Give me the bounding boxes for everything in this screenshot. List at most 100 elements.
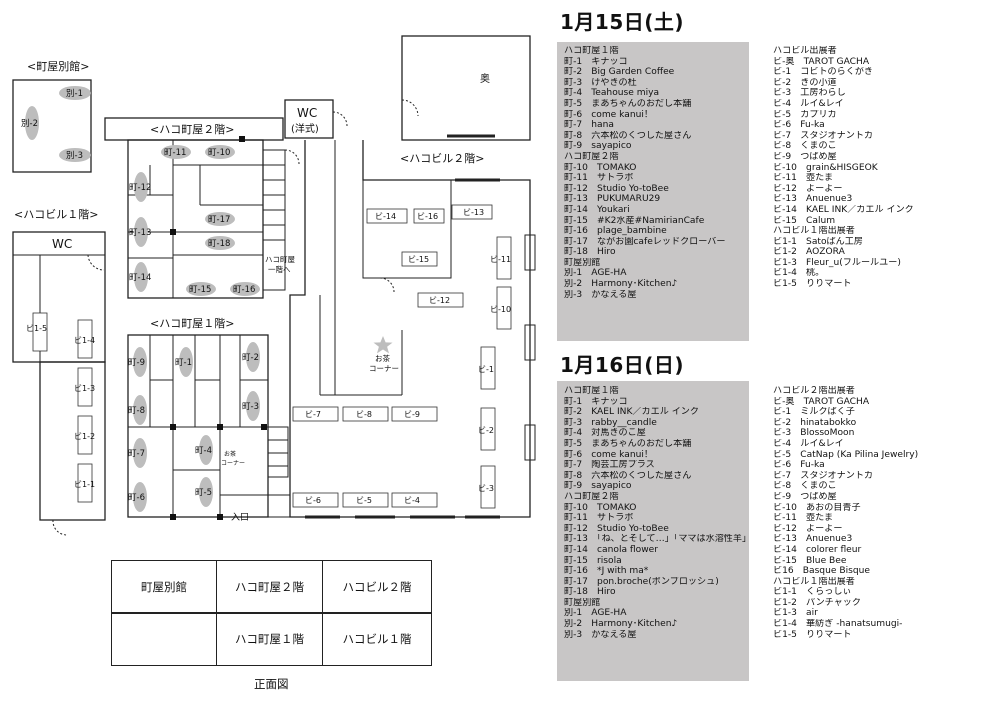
exhibitor-line: ビ1-2 AOZORA bbox=[773, 247, 845, 258]
exhibitor-line: 町屋別館 bbox=[564, 597, 601, 608]
exhibitor-line: ビ-3 工房わらし bbox=[773, 88, 846, 99]
exhibitor-line: 別-3 かなえる屋 bbox=[564, 629, 637, 640]
exhibitor-line: ビ-5 カプリカ bbox=[773, 109, 837, 120]
hako-machiya-1f-header: <ハコ町屋１階> bbox=[150, 316, 234, 330]
exhibitor-line: ビ1-5 りりマート bbox=[773, 629, 852, 640]
exhibitor-line: 町-13 PUKUMARU29 bbox=[564, 194, 661, 205]
front-view-hako-machiya-2f: ハコ町屋２階 bbox=[216, 560, 323, 614]
front-view-caption: 正面図 bbox=[254, 677, 289, 691]
stall-label: ビ-11 bbox=[490, 255, 511, 264]
exhibitor-line: 町-7 陶芸工房プラス bbox=[564, 460, 655, 471]
exhibitor-line: ハコ町屋２階 bbox=[564, 151, 619, 162]
stall-label: ビ-8 bbox=[356, 410, 372, 419]
stall-label: ビ-10 bbox=[490, 305, 511, 314]
exhibitor-line: 町-4 Teahouse miya bbox=[564, 88, 660, 99]
tea-corner-small: お茶 bbox=[224, 450, 236, 458]
exhibitor-line: ビ-7 スタジオナントカ bbox=[773, 470, 874, 481]
exhibitor-line: ビ-5 CatNap (Ka Pilina Jewelry) bbox=[773, 449, 919, 460]
exhibitor-line: ビ1-4 華紡ぎ -hanatsumugi- bbox=[773, 619, 903, 630]
exhibitor-line: ビ-10 あおの目青子 bbox=[773, 502, 861, 513]
exhibitor-line: 町-7 hana bbox=[564, 120, 614, 131]
exhibitor-line: 町-17 pon.broche(ポンブロッシュ) bbox=[564, 576, 719, 587]
exhibitor-line: 町-17 ながお園cafeレッドクローバー bbox=[564, 236, 726, 247]
exhibitor-line: 町-12 Studio Yo-toBee bbox=[564, 183, 669, 194]
exhibitor-line: ビ-4 ルイ&レイ bbox=[773, 98, 844, 109]
stall-label: ビ-13 bbox=[463, 208, 484, 217]
stall-label: ビ1-3 bbox=[74, 384, 95, 393]
exhibitor-line: ビ1-4 桃。 bbox=[773, 268, 825, 279]
stall-label: ビ-2 bbox=[478, 426, 494, 435]
exhibitor-line: ビ1-5 りりマート bbox=[773, 279, 852, 290]
day1-machiya-panel bbox=[557, 42, 749, 341]
front-view-hako-building-1f: ハコビル１階 bbox=[322, 612, 432, 666]
exhibitor-line: 町-4 対馬きのこ屋 bbox=[564, 428, 646, 439]
exhibitor-line: 町-8 六本松のくつした屋さん bbox=[564, 470, 692, 481]
front-view-empty bbox=[111, 612, 217, 666]
exhibitor-line: ビ1-3 Fleur_u(フルールユー) bbox=[773, 257, 901, 268]
exhibitor-line: ビ-15 Calum bbox=[773, 215, 836, 226]
stall-label: 町-10 bbox=[208, 148, 230, 158]
exhibitor-line: 町-9 sayapico bbox=[564, 481, 632, 492]
stall-label: 町-7 bbox=[128, 449, 145, 459]
hako-machiya-2f-header: <ハコ町屋２階> bbox=[150, 122, 234, 136]
stall-label: ビ-9 bbox=[404, 410, 420, 419]
stall-label: 別-2 bbox=[21, 119, 38, 129]
exhibitor-line: 町-13 「ね、とそして…」「ママは水溶性羊」 bbox=[564, 534, 752, 545]
exhibitor-line: 町-3 rabby__candle bbox=[564, 417, 657, 428]
exhibitor-line: ビ-13 Anuenue3 bbox=[773, 194, 853, 205]
stall-label: ビ-1 bbox=[478, 365, 494, 374]
exhibitor-line: ビ-15 Blue Bee bbox=[773, 555, 847, 566]
exhibitor-line: 町-15 #K2水産#NamirianCafe bbox=[564, 215, 705, 226]
stall-label: ビ-12 bbox=[429, 296, 450, 305]
exhibitor-line: ビ1-1 くらっしぃ bbox=[773, 587, 852, 598]
exhibitor-line: ビ-12 よーよー bbox=[773, 523, 843, 534]
exhibitor-line: ビ-8 くまのこ bbox=[773, 481, 837, 492]
stall-label: 町-8 bbox=[128, 406, 145, 416]
stall-label: 町-6 bbox=[128, 493, 145, 503]
wc-western-label: WC bbox=[297, 106, 317, 120]
exhibitor-line: 町屋別館 bbox=[564, 257, 601, 268]
machiya-bekkan-header: <町屋別館> bbox=[27, 59, 89, 73]
stall-label: 町-17 bbox=[208, 215, 230, 225]
hako-building-2f-header: <ハコビル２階> bbox=[400, 151, 484, 165]
exhibitor-line: 町-18 Hiro bbox=[564, 587, 616, 598]
wc-label: WC bbox=[52, 237, 72, 251]
day1-title: 1月15日(土) bbox=[560, 10, 685, 34]
stall-label: ビ1-4 bbox=[74, 336, 95, 345]
exhibitor-line: ハコ町屋１階 bbox=[564, 46, 619, 56]
exhibitor-line: ビ-9 つばめ屋 bbox=[773, 491, 837, 502]
exhibitor-line: 町-16 *J with ma* bbox=[564, 566, 649, 577]
exhibitor-line: 町-15 risola bbox=[564, 555, 622, 566]
entrance-label: 入口 bbox=[231, 512, 249, 523]
stall-label: ビ1-2 bbox=[74, 432, 95, 441]
stall-label: 町-2 bbox=[242, 353, 259, 363]
exhibitor-line: 別-1 AGE-HA bbox=[564, 268, 627, 279]
exhibitor-line: ハコビル１階出展者 bbox=[773, 576, 855, 587]
stall-label: 町-12 bbox=[129, 183, 151, 193]
exhibitor-line: 別-2 Harmony･Kitchen♪ bbox=[564, 619, 678, 630]
exhibitor-line: ビ-6 Fu-ka bbox=[773, 460, 825, 471]
stall-label: ビ-16 bbox=[417, 212, 438, 221]
exhibitor-line: 町-6 come kanui！ bbox=[564, 449, 653, 460]
stairs-note: ハコ町屋 bbox=[265, 255, 295, 264]
exhibitor-line: 町-6 come kanui！ bbox=[564, 109, 653, 120]
stall-label: ビ-3 bbox=[478, 484, 494, 493]
exhibitor-line: 別-3 かなえる屋 bbox=[564, 289, 637, 300]
exhibitor-line: ビ1-2 パンチャック bbox=[773, 597, 861, 608]
stall-label: 町-1 bbox=[175, 358, 192, 368]
floor-plan: <町屋別館> <ハコビル１階> <ハコ町屋２階> <ハコ町屋１階> <ハコビル２… bbox=[12, 35, 536, 536]
exhibitor-line: ビ-10 grain&HISGEOK bbox=[773, 162, 878, 173]
exhibitor-line: 町-5 まあちゃんのおだし本舗 bbox=[564, 98, 692, 109]
exhibitor-line: 町-14 canola flower bbox=[564, 544, 658, 555]
stall-label: ビ-6 bbox=[305, 496, 321, 505]
exhibitor-line: ビ-11 壺たま bbox=[773, 173, 834, 184]
exhibitor-line: ビ-4 ルイ&レイ bbox=[773, 438, 844, 449]
exhibitor-line: ハコ町屋２階 bbox=[564, 491, 619, 502]
front-view-machiya-bekkan: 町屋別館 bbox=[111, 560, 217, 614]
exhibitor-line: ビ-2 hinatabokko bbox=[773, 417, 857, 428]
stall-label: ビ1-1 bbox=[74, 480, 95, 489]
exhibitor-line: ビ-1 ミルクぱく子 bbox=[773, 407, 855, 418]
exhibitor-line: ビ16 Basque Bisque bbox=[773, 566, 870, 577]
exhibitor-line: 町-5 まあちゃんのおだし本舗 bbox=[564, 438, 692, 449]
